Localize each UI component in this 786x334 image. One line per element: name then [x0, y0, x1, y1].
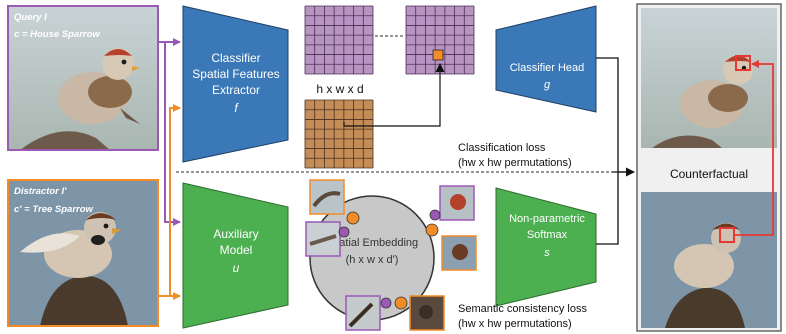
input-arrows: [158, 38, 181, 300]
embedding-dots: [338, 209, 441, 310]
counterfactual-label: Counterfactual: [670, 167, 748, 181]
swapped-feature-grid: [405, 5, 475, 75]
aux-symbol: u: [233, 261, 240, 275]
distractor-title: Distractor I': [14, 186, 67, 197]
classifier-head-label: Classifier Head: [510, 62, 585, 74]
output-arrows: [596, 57, 635, 245]
counterfactual-panel: Counterfactual: [636, 3, 782, 332]
query-feature-grid: [304, 5, 374, 75]
classifier-head-symbol: g: [544, 79, 551, 91]
extractor-label-2: Spatial Features: [192, 67, 279, 81]
classification-loss-detail: (hw x hw permutations): [458, 157, 572, 169]
semantic-loss-detail: (hw x hw permutations): [458, 318, 572, 330]
distractor-image: Distractor I' c' = Tree Sparrow: [7, 179, 159, 327]
softmax-label-2: Softmax: [527, 229, 568, 241]
tree-sparrow-bird: [20, 212, 122, 278]
embedding-patches: [305, 179, 477, 331]
softmax-block: Non-parametric Softmax s: [495, 187, 597, 307]
feature-dims-label: h x w x d: [316, 82, 363, 96]
classification-loss-title: Classification loss: [458, 142, 546, 154]
query-image: Query I c = House Sparrow: [7, 5, 159, 151]
house-sparrow-bird: [58, 48, 140, 124]
aux-label-1: Auxiliary: [213, 227, 258, 241]
spatial-embedding: Spatial Embedding (h x w x d'): [309, 195, 435, 321]
extractor-label-3: Extractor: [212, 83, 260, 97]
query-class-label: c = House Sparrow: [14, 29, 100, 40]
cell-swap-arrow: [343, 63, 445, 127]
query-to-aux-arrow: [164, 42, 181, 226]
query-title: Query I: [14, 12, 47, 23]
query-highlight-box: [735, 55, 751, 71]
aux-label-2: Model: [220, 243, 253, 257]
extractor-symbol: f: [234, 101, 239, 115]
auxiliary-model-block: Auxiliary Model u: [182, 182, 289, 329]
swapped-cell: [432, 49, 444, 61]
extractor-label-1: Classifier: [211, 51, 260, 65]
feature-extractor-block: Classifier Spatial Features Extractor f: [182, 5, 289, 163]
softmax-label-1: Non-parametric: [509, 213, 585, 225]
semantic-loss-title: Semantic consistency loss: [458, 303, 587, 315]
distractor-class-label: c' = Tree Sparrow: [14, 204, 94, 215]
counterfactual-swap-arrow: [734, 60, 774, 236]
distractor-to-extractor-arrow: [169, 104, 181, 296]
embedding-dims: (h x w x d'): [346, 254, 399, 266]
embedding-title: Spatial Embedding: [326, 237, 418, 249]
softmax-symbol: s: [544, 247, 550, 259]
classifier-head-block: Classifier Head g: [495, 5, 597, 113]
distractor-feature-grid: [304, 99, 374, 169]
